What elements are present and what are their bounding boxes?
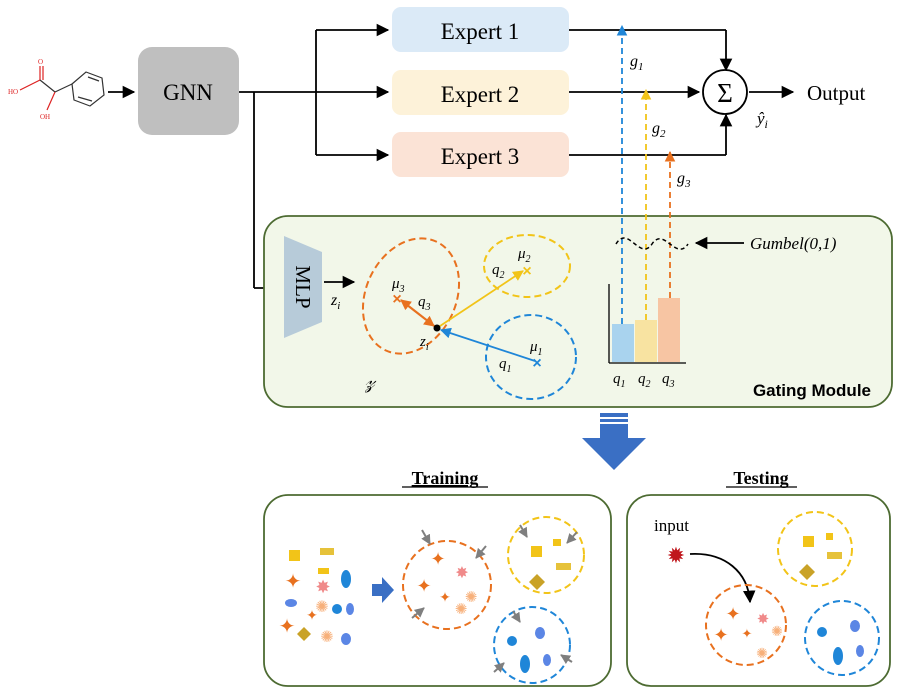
g3-label: g3 (677, 170, 691, 190)
q3-label: q3 (418, 294, 431, 313)
mu3-marker: × (392, 291, 401, 308)
svg-text:✸: ✸ (455, 565, 468, 582)
bar-q2 (635, 320, 657, 362)
training-step-arrow (372, 577, 394, 603)
training-raw-samples: ✦ ✸ ✦ ✺ ✦ ✺ (279, 548, 354, 646)
svg-text:✦: ✦ (742, 626, 753, 641)
g2-label: g2 (652, 120, 666, 140)
q1-label: q1 (499, 356, 512, 375)
svg-text:✸: ✸ (757, 611, 770, 628)
molecule-label-oh: OH (40, 113, 50, 121)
gnn-label: GNN (163, 80, 213, 105)
svg-text:✺: ✺ (771, 623, 783, 639)
output-label: Output (807, 81, 866, 105)
gating-module-box (263, 215, 893, 408)
expert-2-box (392, 70, 569, 115)
zi-label-mlp: zi (330, 292, 340, 312)
input-label: input (654, 516, 689, 535)
bar-q3-label: q3 (662, 371, 675, 390)
cluster-1-ellipse (485, 314, 577, 400)
bar-q1-label: q1 (613, 371, 626, 390)
svg-text:✦: ✦ (279, 616, 296, 638)
gumbel-label: Gumbel(0,1) (750, 234, 837, 253)
sum-node (702, 69, 748, 115)
mu1-label: μ1 (529, 339, 543, 358)
svg-text:✦: ✦ (725, 604, 740, 624)
svg-text:✦: ✦ (285, 571, 302, 593)
svg-text:✺: ✺ (756, 645, 768, 661)
svg-text:✺: ✺ (315, 599, 328, 616)
bar-q2-label: q2 (638, 371, 651, 390)
expert-3-label: Expert 3 (441, 144, 520, 169)
cluster-3-ellipse (361, 237, 461, 355)
expert-1-box (392, 7, 569, 52)
svg-text:✦: ✦ (439, 589, 451, 605)
svg-text:✦: ✦ (713, 625, 728, 645)
testing-title: Testing (733, 468, 788, 488)
mu2-marker: × (522, 263, 531, 280)
g1-label: g1 (630, 53, 644, 73)
training-title: Training (412, 468, 479, 488)
zi-label: zi (419, 334, 429, 353)
input-sample-icon: ✹ (667, 543, 685, 568)
mlp-label: MLP (291, 265, 315, 308)
q1-arrow (439, 327, 536, 362)
zi-point (433, 324, 441, 332)
cluster-2-ellipse (483, 234, 571, 298)
svg-text:✺: ✺ (455, 601, 468, 618)
molecule-label-ho: HO (8, 88, 18, 96)
bar-q1 (612, 324, 634, 362)
gate-probability-bars (608, 284, 686, 364)
gating-module-title: Gating Module (753, 381, 871, 400)
expert-3-box (392, 132, 569, 177)
input-assignment-arrow (689, 553, 756, 604)
svg-text:✦: ✦ (416, 576, 431, 596)
molecule-icon (19, 66, 105, 111)
svg-text:✺: ✺ (465, 589, 478, 606)
svg-text:✦: ✦ (306, 607, 318, 623)
svg-text:✺: ✺ (320, 629, 333, 646)
q2-label: q2 (492, 262, 505, 281)
experts-to-sum-wiring (569, 29, 795, 156)
q2-arrow (436, 270, 524, 329)
gumbel-noise-wave (615, 237, 689, 250)
testing-panel (626, 494, 891, 687)
y-hat-label: ŷi (755, 109, 768, 131)
latent-space-label: 𝓏 (364, 369, 377, 393)
testing-clusters: ✦ ✦ ✸ ✦ ✺ ✺ (705, 511, 880, 676)
sum-symbol: Σ (717, 78, 733, 108)
mu1-marker: × (532, 355, 541, 372)
down-arrow (582, 413, 646, 470)
bar-q3 (658, 298, 680, 362)
q3-arrow-in (402, 301, 435, 327)
svg-text:✸: ✸ (315, 577, 330, 597)
gnn-box (138, 47, 239, 135)
expert-2-label: Expert 2 (441, 82, 520, 107)
svg-text:✦: ✦ (430, 549, 445, 569)
training-clusters: ✦ ✦ ✸ ✦ ✺ ✺ (402, 516, 585, 684)
molecule-label-o: O (38, 58, 43, 66)
expert-1-label: Expert 1 (441, 19, 520, 44)
mu3-label: μ3 (391, 276, 405, 295)
mu2-label: μ2 (517, 246, 531, 265)
mlp-block (284, 236, 322, 338)
